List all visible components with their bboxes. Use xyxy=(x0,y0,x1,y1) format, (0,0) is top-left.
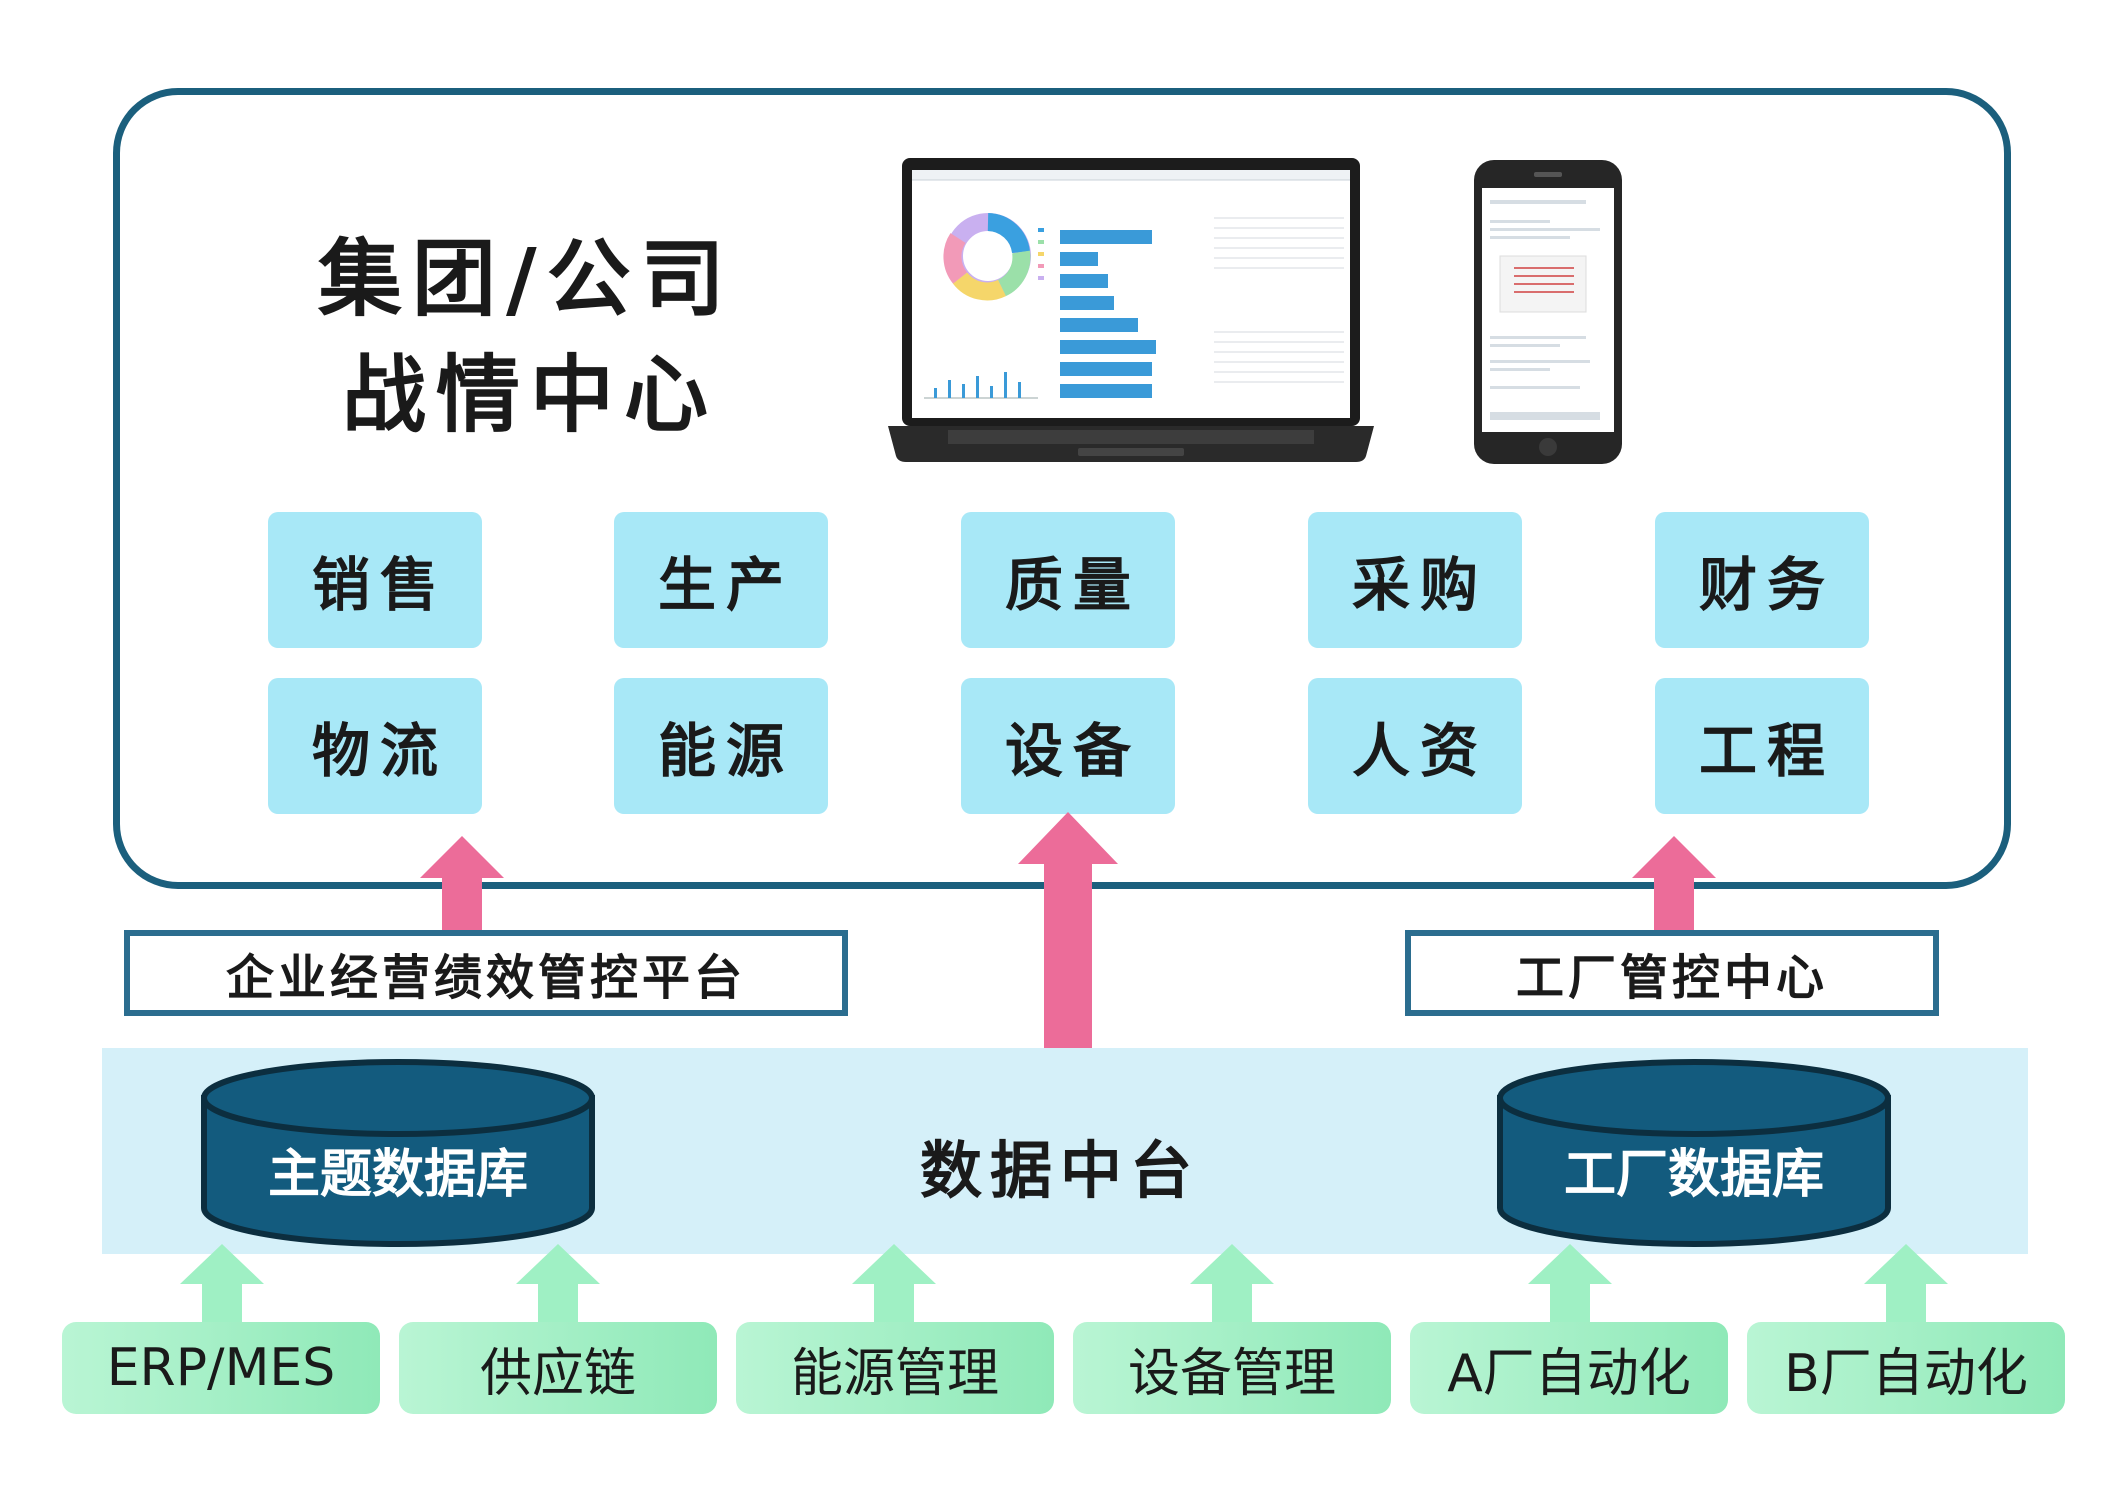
source-factory-a-automation[interactable]: A厂自动化 xyxy=(1410,1322,1728,1414)
database-left-label: 主题数据库 xyxy=(268,1145,528,1205)
green-arrow-2 xyxy=(516,1244,600,1324)
module-hr[interactable]: 人资 xyxy=(1308,678,1522,814)
module-procurement[interactable]: 采购 xyxy=(1308,512,1522,648)
source-erp-mes[interactable]: ERP/MES xyxy=(62,1322,380,1414)
database-right-label: 工厂数据库 xyxy=(1564,1145,1824,1205)
green-arrow-3 xyxy=(852,1244,936,1324)
database-right: 工厂数据库 xyxy=(1497,1059,1891,1247)
green-arrow-1 xyxy=(180,1244,264,1324)
source-supply-chain[interactable]: 供应链 xyxy=(399,1322,717,1414)
arrow-up-center xyxy=(1018,812,1118,1048)
arrow-up-right xyxy=(1632,836,1716,932)
module-engineering[interactable]: 工程 xyxy=(1655,678,1869,814)
smartphone-icon xyxy=(1474,160,1622,464)
platform-right[interactable]: 工厂管控中心 xyxy=(1405,930,1939,1016)
source-factory-b-automation[interactable]: B厂自动化 xyxy=(1747,1322,2065,1414)
module-finance[interactable]: 财务 xyxy=(1655,512,1869,648)
module-energy[interactable]: 能源 xyxy=(614,678,828,814)
laptop-icon xyxy=(888,158,1374,462)
source-equipment-management[interactable]: 设备管理 xyxy=(1073,1322,1391,1414)
green-arrow-5 xyxy=(1528,1244,1612,1324)
module-equipment[interactable]: 设备 xyxy=(961,678,1175,814)
title-line-1: 集团/公司 xyxy=(318,230,735,328)
database-left: 主题数据库 xyxy=(201,1059,595,1247)
module-logistics[interactable]: 物流 xyxy=(268,678,482,814)
source-energy-management[interactable]: 能源管理 xyxy=(736,1322,1054,1414)
green-arrow-4 xyxy=(1190,1244,1274,1324)
title-line-2: 战情中心 xyxy=(342,346,719,444)
module-quality[interactable]: 质量 xyxy=(961,512,1175,648)
module-production[interactable]: 生产 xyxy=(614,512,828,648)
arrow-up-left xyxy=(420,836,504,932)
module-sales[interactable]: 销售 xyxy=(268,512,482,648)
green-arrow-6 xyxy=(1864,1244,1948,1324)
data-platform-label: 数据中台 xyxy=(920,1134,1201,1207)
platform-left[interactable]: 企业经营绩效管控平台 xyxy=(124,930,848,1016)
